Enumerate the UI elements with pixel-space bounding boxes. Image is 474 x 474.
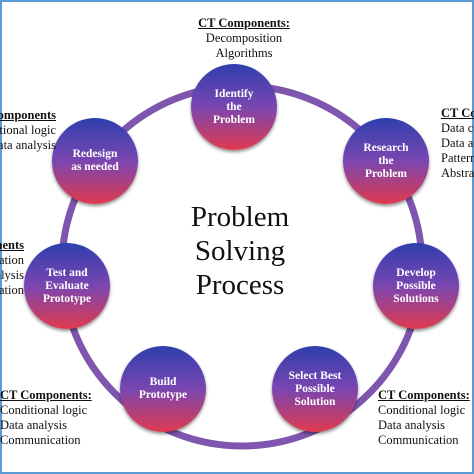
step-identify-the-problem: Identify the Problem: [191, 64, 277, 150]
step-label-line: Prototype: [42, 292, 92, 305]
step-label-line: Possible: [295, 382, 335, 395]
ct-item: Decomposition: [205, 31, 283, 45]
step-redesign-as-needed: Redesign as needed: [52, 118, 138, 204]
step-label-line: Redesign: [72, 148, 118, 160]
step-label-line: Solution: [294, 395, 336, 408]
ct-components-research: CT Components: Data collection Data anal…: [441, 106, 474, 181]
ct-item: Conditional logic: [0, 403, 88, 417]
step-label-line: Problem: [213, 113, 255, 126]
ct-item: Algorithms: [215, 46, 273, 60]
ct-item: Communication: [0, 283, 24, 297]
step-label-line: Problem: [365, 167, 407, 180]
step-label-line: Solutions: [393, 292, 439, 305]
step-label-line: as needed: [71, 161, 119, 173]
ct-item: Data collection: [441, 121, 474, 135]
ct-item: Data analysis: [378, 418, 445, 432]
step-test-and-evaluate-prototype: Test and Evaluate Prototype: [24, 243, 110, 329]
ct-heading: CT Components:: [0, 388, 92, 402]
step-label-line: Build: [149, 376, 177, 388]
step-label-line: Possible: [396, 279, 436, 292]
ct-item: Pattern recognition: [441, 151, 474, 165]
title-line: Process: [195, 269, 285, 301]
ct-item: Abstraction: [441, 166, 474, 180]
ct-item: Data analysis: [0, 268, 24, 282]
step-develop-possible-solutions: Develop Possible Solutions: [373, 243, 459, 329]
step-label-line: Select Best: [288, 369, 342, 382]
ct-item: Communication: [0, 433, 81, 447]
step-select-best-possible-solution: Select Best Possible Solution: [272, 346, 358, 432]
ct-heading: CT Components:: [378, 388, 470, 402]
ct-components-test: CT Components: Simulation Data analysis …: [0, 238, 24, 298]
ct-components-select: CT Components: Conditional logic Data an…: [378, 388, 474, 448]
ct-heading: CT Components:: [0, 238, 24, 252]
ct-item: Data analysis: [0, 418, 67, 432]
step-label-line: Test and: [46, 266, 88, 279]
step-research-the-problem: Research the Problem: [343, 118, 429, 204]
ct-item: Communication: [378, 433, 459, 447]
ct-item: Data analysis: [441, 136, 474, 150]
step-label-line: the: [226, 100, 242, 113]
ct-item: Conditional logic: [378, 403, 466, 417]
step-label-line: Identify: [214, 87, 254, 100]
step-label-line: Develop: [396, 266, 436, 279]
ct-heading: CT Components:: [441, 106, 474, 120]
diagram-title: Problem Solving Process: [140, 200, 340, 302]
step-label-line: Research: [363, 141, 409, 154]
step-label-line: the: [378, 154, 394, 167]
ct-item: Simulation: [0, 253, 24, 267]
step-label-line: Prototype: [138, 389, 188, 401]
step-label-line: Evaluate: [45, 279, 89, 292]
step-build-prototype: Build Prototype: [120, 346, 206, 432]
ct-components-identify: CT Components: Decomposition Algorithms: [170, 16, 318, 61]
ct-components-redesign: CT Components: Conditional logic Data an…: [0, 108, 56, 153]
ct-item: Data analysis: [0, 138, 56, 152]
title-line: Problem: [190, 201, 290, 233]
ct-heading: CT Components:: [0, 108, 56, 122]
ct-heading: CT Components:: [198, 16, 290, 30]
ct-item: Conditional logic: [0, 123, 56, 137]
title-line: Solving: [194, 235, 286, 267]
ct-components-build: CT Components: Conditional logic Data an…: [0, 388, 130, 448]
